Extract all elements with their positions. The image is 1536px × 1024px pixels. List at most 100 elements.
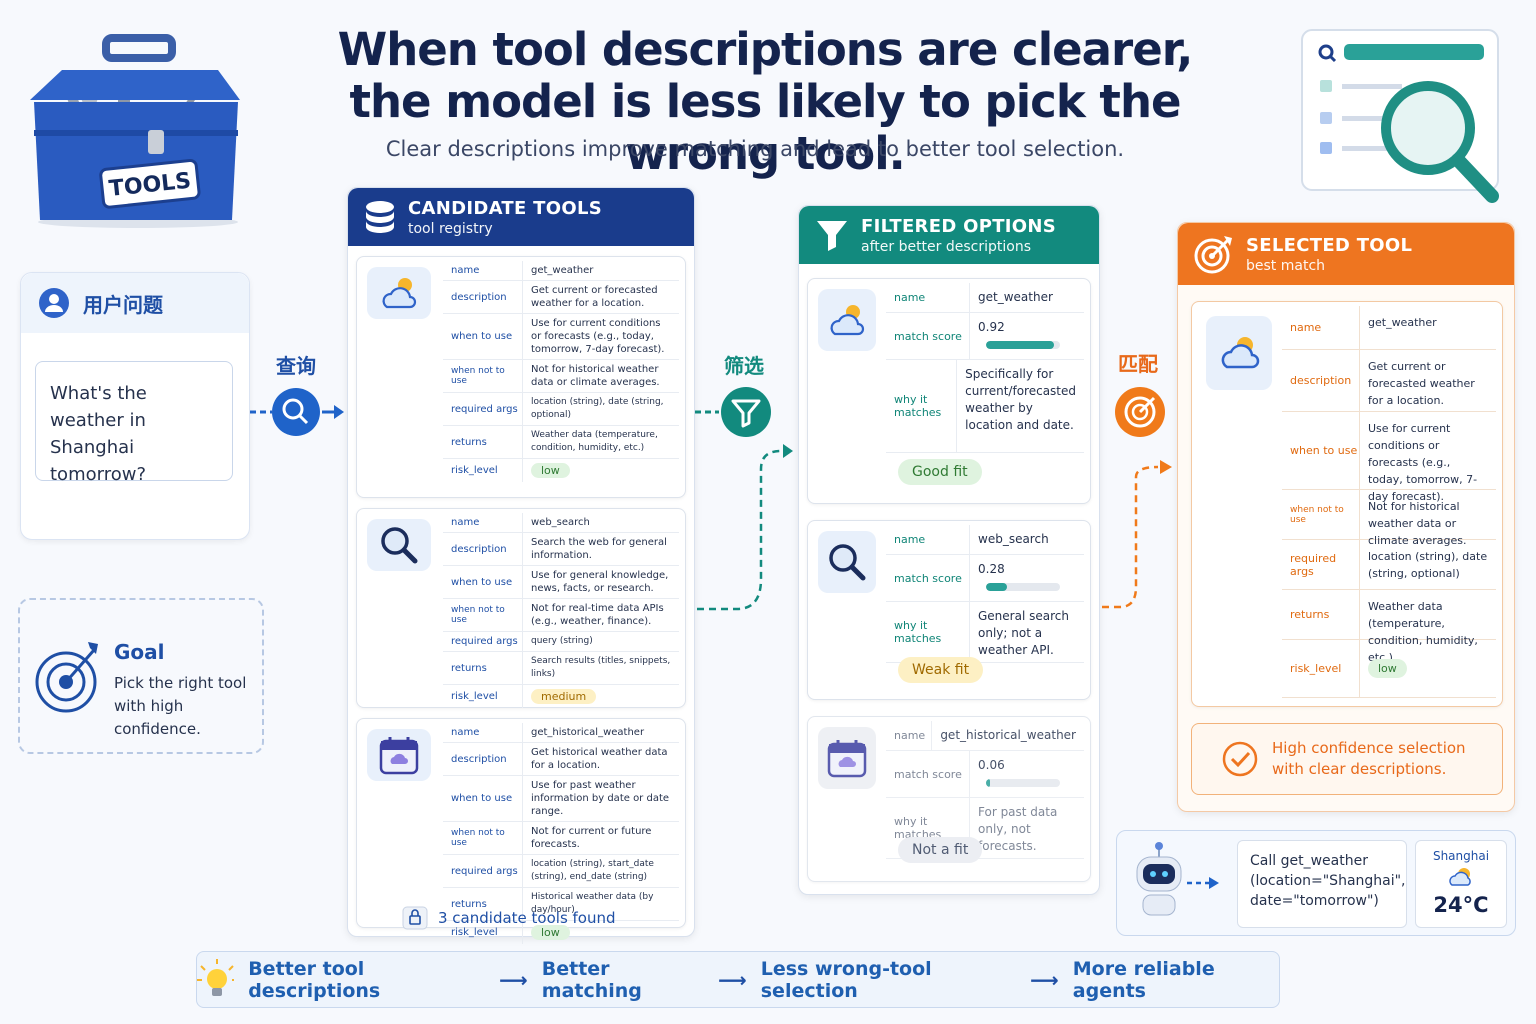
field-key: when not to use <box>1282 490 1360 539</box>
field-value: low <box>523 459 679 482</box>
summary-item-3: Less wrong-tool selection <box>760 957 932 1002</box>
step-query-label: 查询 <box>276 354 316 378</box>
candidates-footer: 3 candidate tools found <box>402 906 616 930</box>
database-icon <box>366 201 394 233</box>
field-value: Use for general knowledge, news, facts, … <box>531 570 669 594</box>
goal-box: Goal Pick the right tool with high confi… <box>18 598 264 754</box>
option-why: General search only; not a weather API. <box>978 609 1069 657</box>
lightbulb-icon <box>197 958 235 996</box>
score-value: 0.92 <box>978 320 1005 334</box>
risk-badge: medium <box>531 689 597 704</box>
field-value: medium <box>523 685 679 708</box>
call-panel: Call get_weather (location="Shanghai", d… <box>1116 830 1516 936</box>
field-value: get_historical_weather <box>531 727 645 738</box>
candidates-subtitle: tool registry <box>408 220 493 237</box>
field-key: when not to use <box>443 822 523 854</box>
result-city: Shanghai <box>1432 849 1490 863</box>
risk-badge: low <box>531 925 570 940</box>
filtered-subtitle: after better descriptions <box>861 238 1032 255</box>
field-key: why it matches <box>886 602 970 662</box>
option-name: web_search <box>978 532 1049 546</box>
field-key: risk_level <box>443 459 523 482</box>
arrow-right-icon: ⟶ <box>499 967 528 992</box>
field-value: Weather data (temperature, condition, hu… <box>531 430 658 453</box>
field-value: Not for current or future forecasts. <box>531 826 652 850</box>
score-value: 0.06 <box>978 758 1005 772</box>
field-key: when not to use <box>443 599 523 631</box>
weather-icon <box>367 267 431 319</box>
option-why: For past data only, not forecasts. <box>978 805 1058 853</box>
field-key: why it matches <box>886 360 958 452</box>
field-value: Search the web for general information. <box>531 537 667 561</box>
search-icon <box>367 519 431 571</box>
selected-title: SELECTED TOOL <box>1246 234 1413 256</box>
field-key: description <box>443 533 523 565</box>
candidates-title: CANDIDATE TOOLS <box>408 197 602 219</box>
confidence-text: High confidence selection with clear des… <box>1272 739 1466 778</box>
field-key: name <box>443 513 523 532</box>
field-value: Search results (titles, snippets, links) <box>531 656 671 679</box>
field-key: when to use <box>1282 412 1360 489</box>
page-title: When tool descriptions are clearer,the m… <box>337 23 1194 180</box>
field-key: name <box>1282 306 1360 349</box>
field-value: location (string), date (string, optiona… <box>531 397 664 420</box>
field-key: name <box>443 723 523 742</box>
toolbox-icon: TOOLS <box>30 34 240 228</box>
weather-result: Shanghai 24°C <box>1415 840 1507 928</box>
tool-field-row: returns Historical weather data (by day/h… <box>443 888 679 921</box>
field-key: description <box>443 743 523 775</box>
score-bar-fill <box>986 778 991 787</box>
tool-field-row: when not to use Not for current or future… <box>443 822 679 855</box>
field-key: required args <box>443 393 523 425</box>
field-key: name <box>886 525 970 554</box>
field-key: risk_level <box>443 921 523 944</box>
score-value: 0.28 <box>978 562 1005 576</box>
option-score: 0.92 <box>970 313 1084 359</box>
candidates-count: 3 candidate tools found <box>438 909 616 927</box>
user-question-card: 用户问题 What's the weather in Shanghai tomo… <box>20 272 250 540</box>
field-value: Get current or forecasted weather for a … <box>1368 360 1475 407</box>
field-value: low <box>523 921 679 944</box>
risk-badge: low <box>1368 659 1407 678</box>
field-value: Historical weather data (by day/hour) <box>531 892 654 915</box>
robot-icon <box>1136 842 1219 916</box>
field-key: when to use <box>443 314 523 359</box>
tool-field-row: name get_historical_weather <box>443 723 679 743</box>
query-connector <box>250 388 344 436</box>
check-icon <box>1222 741 1258 777</box>
call-text: Call get_weather (location="Shanghai", d… <box>1237 840 1407 928</box>
field-value: Use for current conditions or forecasts … <box>531 318 665 355</box>
tool-field-row: description Search the web for general in… <box>443 533 679 566</box>
question-bubble: What's the weather in Shanghai tomorrow? <box>35 361 233 485</box>
arrow-right-icon: ⟶ <box>718 967 747 992</box>
field-key: when not to use <box>443 360 523 392</box>
field-key: required args <box>443 855 523 887</box>
field-key: match score <box>886 555 970 601</box>
goal-title: Goal <box>114 640 165 664</box>
field-key: returns <box>443 888 523 920</box>
question-header: 用户问题 <box>83 292 163 317</box>
summary-item-1: Better tool descriptions <box>248 957 381 1002</box>
field-key: description <box>443 281 523 313</box>
